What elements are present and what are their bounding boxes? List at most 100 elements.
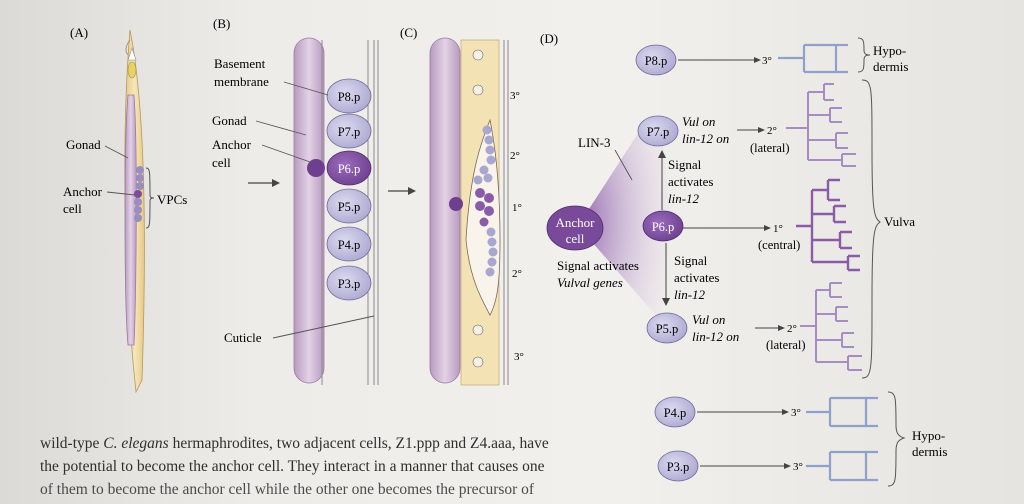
signal-lin12-down-3: lin-12 bbox=[674, 287, 706, 302]
vpcs-label: VPCs bbox=[157, 192, 187, 207]
cell-p8p-d bbox=[635, 44, 677, 76]
panel-a: (A) VPCs Gonad Anchor cell bbox=[63, 25, 187, 394]
cell-p3p-d-label: P3.p bbox=[667, 460, 690, 474]
signal-cone bbox=[578, 118, 672, 320]
cell-p3p-b-label: P3.p bbox=[338, 277, 361, 291]
hypodermis-bottom-1: Hypo- bbox=[912, 428, 945, 443]
caption-line-3: of them to become the anchor cell while … bbox=[40, 481, 535, 498]
caption-line-1: wild-type C. elegans hermaphrodites, two… bbox=[40, 435, 549, 452]
panel-b-label: (B) bbox=[213, 16, 230, 31]
cell-p4p-b bbox=[326, 226, 372, 262]
fate-d-p6-sub: (central) bbox=[758, 238, 800, 252]
hypodermis-bottom-brace bbox=[887, 391, 906, 487]
signal-vulval-label-1: Signal activates bbox=[557, 258, 639, 273]
hypodermis-top-2: dermis bbox=[873, 59, 908, 74]
anchor-cell-label-b-2: cell bbox=[212, 155, 231, 170]
caption-text: wild-type C. elegans hermaphrodites, two… bbox=[40, 432, 640, 501]
cell-p5p-d-label: P5.p bbox=[656, 322, 679, 336]
lineage-p8 bbox=[778, 43, 848, 74]
panel-a-label: (A) bbox=[70, 25, 88, 40]
fate-d-p6: 1° bbox=[773, 223, 783, 235]
vulva-brace bbox=[861, 79, 881, 379]
vul-on-top-2: lin-12 on bbox=[682, 131, 729, 146]
hypodermis-bottom-2: dermis bbox=[912, 444, 947, 459]
cell-p7p-b bbox=[326, 113, 372, 149]
lineage-p4 bbox=[806, 396, 878, 428]
signal-down-arrow bbox=[662, 243, 670, 306]
fate-d-p7: 2° bbox=[767, 125, 777, 137]
anchor-cell-d bbox=[546, 205, 604, 251]
vulva-label: Vulva bbox=[884, 214, 915, 229]
anchor-cell-d-label-2: cell bbox=[566, 231, 585, 246]
fate-d-p4: 3° bbox=[791, 407, 801, 419]
vpc-column-b: P8.p P7.p P6.p P5.p P4.p P3.p bbox=[307, 78, 372, 301]
lineage-p3 bbox=[806, 450, 878, 482]
cell-p4p-b-label: P4.p bbox=[338, 238, 361, 252]
fate-d-p8: 3° bbox=[762, 55, 772, 67]
fate-d-p7-sub: (lateral) bbox=[750, 141, 790, 155]
gonad-label-a: Gonad bbox=[66, 137, 101, 152]
panel-d-label: (D) bbox=[540, 31, 558, 46]
anchor-cell-d-label-1: Anchor bbox=[556, 215, 596, 230]
cell-p6p-b bbox=[326, 150, 372, 186]
cell-p5p-b-label: P5.p bbox=[338, 200, 361, 214]
fate-d-p3: 3° bbox=[793, 461, 803, 473]
vpc-cells-a bbox=[134, 166, 144, 222]
vpcs-bracket bbox=[145, 167, 155, 229]
lineage-p6 bbox=[796, 178, 860, 272]
cell-p3p-b bbox=[326, 265, 372, 301]
vul-on-bottom-2: lin-12 on bbox=[692, 329, 739, 344]
cell-p8p-d-label: P8.p bbox=[645, 54, 668, 68]
fate-c-2: 2° bbox=[510, 150, 520, 162]
signal-lin12-up-1: Signal bbox=[668, 157, 702, 172]
basement-membrane-label-1: Basement bbox=[214, 56, 266, 71]
anchor-cell-b bbox=[307, 159, 325, 177]
panel-c: (C) 3° bbox=[400, 25, 524, 386]
fate-c-1: 3° bbox=[510, 90, 520, 102]
cell-p7p-b-label: P7.p bbox=[338, 125, 361, 139]
anchor-cell-label-b-1: Anchor bbox=[212, 137, 252, 152]
basement-membrane-label-2: membrane bbox=[214, 74, 269, 89]
cell-p6p-b-label: P6.p bbox=[338, 162, 361, 176]
cell-p7p-d bbox=[637, 115, 679, 147]
panel-d: (D) LIN-3 Anchor cell Signal activates V… bbox=[540, 31, 947, 487]
fate-arrows-d bbox=[678, 57, 791, 469]
signal-lin12-down-2: activates bbox=[674, 270, 719, 285]
signal-vulval-label-2: Vulval genes bbox=[557, 275, 623, 290]
gonad-label-b: Gonad bbox=[212, 113, 247, 128]
cell-p6p-d bbox=[642, 210, 684, 242]
arrow-a-to-b bbox=[248, 179, 280, 187]
cell-p3p-d bbox=[657, 450, 699, 482]
cuticle-label: Cuticle bbox=[224, 330, 262, 345]
lineage-p7 bbox=[786, 83, 856, 167]
fate-d-p5-sub: (lateral) bbox=[766, 338, 806, 352]
gonad-tube-b bbox=[293, 37, 325, 384]
signal-lin12-up-3: lin-12 bbox=[668, 191, 700, 206]
panel-b: (B) P8.p P7.p P6.p P5.p P4.p P3.p Baseme… bbox=[212, 16, 416, 385]
fate-d-p5: 2° bbox=[787, 323, 797, 335]
cell-p4p-d-label: P4.p bbox=[664, 406, 687, 420]
fate-c-3: 1° bbox=[512, 202, 522, 214]
anchor-cell-label-a-2: cell bbox=[63, 201, 82, 216]
fate-c-5: 3° bbox=[514, 351, 524, 363]
cell-p4p-d bbox=[654, 396, 696, 428]
signal-lin12-up-2: activates bbox=[668, 174, 713, 189]
hypodermis-top-1: Hypo- bbox=[873, 43, 906, 58]
cell-p8p-b-label: P8.p bbox=[338, 90, 361, 104]
cell-p7p-d-label: P7.p bbox=[647, 125, 670, 139]
cell-p5p-d bbox=[646, 312, 688, 344]
vulval-cells-c bbox=[449, 49, 498, 368]
cell-p5p-b bbox=[326, 188, 372, 224]
cell-p6p-d-label: P6.p bbox=[652, 220, 675, 234]
hypodermis-top-brace bbox=[857, 37, 871, 73]
vul-on-bottom-1: Vul on bbox=[692, 312, 725, 327]
vul-on-top-1: Vul on bbox=[682, 114, 715, 129]
caption-line-2: the potential to become the anchor cell.… bbox=[40, 458, 545, 475]
lin3-label: LIN-3 bbox=[578, 135, 611, 150]
fate-c-4: 2° bbox=[512, 268, 522, 280]
signal-lin12-down-1: Signal bbox=[674, 253, 708, 268]
panel-c-label: (C) bbox=[400, 25, 417, 40]
cell-p8p-b bbox=[326, 78, 372, 114]
lineage-p5 bbox=[800, 282, 862, 371]
